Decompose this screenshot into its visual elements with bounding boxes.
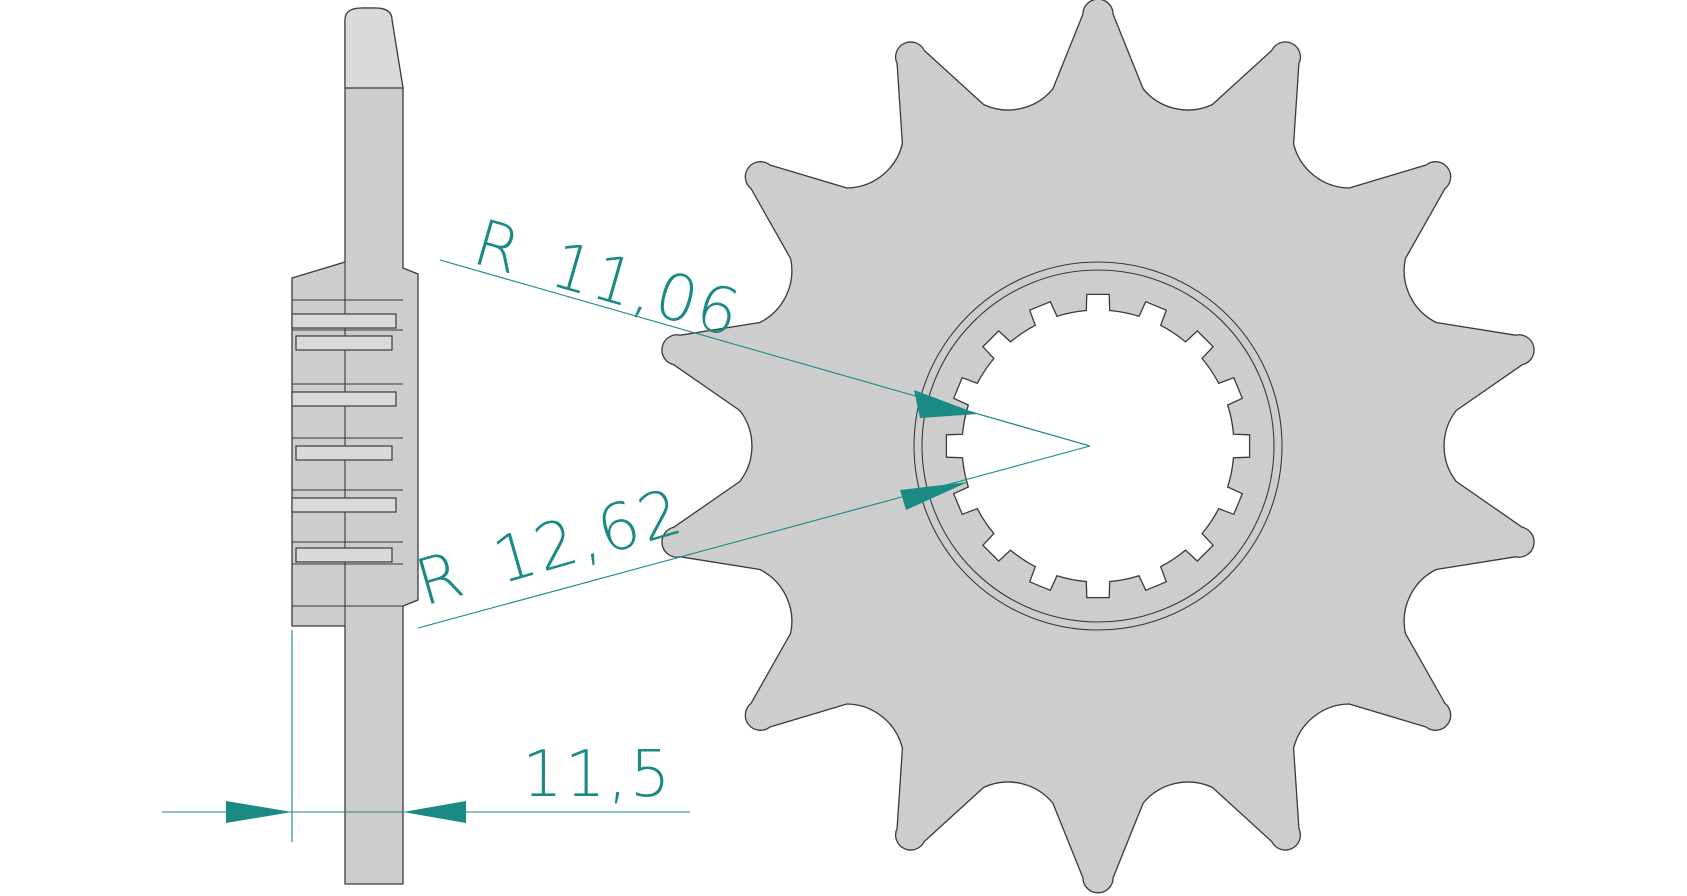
dimension-thickness: 11,5 xyxy=(162,630,690,842)
hub-ring-outer xyxy=(913,261,1283,631)
side-view-splines xyxy=(291,313,403,565)
arrow-head xyxy=(914,390,978,418)
spline-bore xyxy=(945,293,1251,599)
hub-ring-inner xyxy=(921,269,1275,623)
arrow-head xyxy=(403,801,466,823)
side-view-tooth-tip xyxy=(344,7,404,89)
arrow-head xyxy=(900,482,968,510)
sprocket-front-view xyxy=(661,0,1535,894)
sprocket-side-view xyxy=(291,7,419,885)
leader-line xyxy=(417,445,1091,629)
arrow-head xyxy=(226,801,292,823)
thickness-label: 11,5 xyxy=(522,738,673,812)
leader-line xyxy=(977,413,1091,447)
